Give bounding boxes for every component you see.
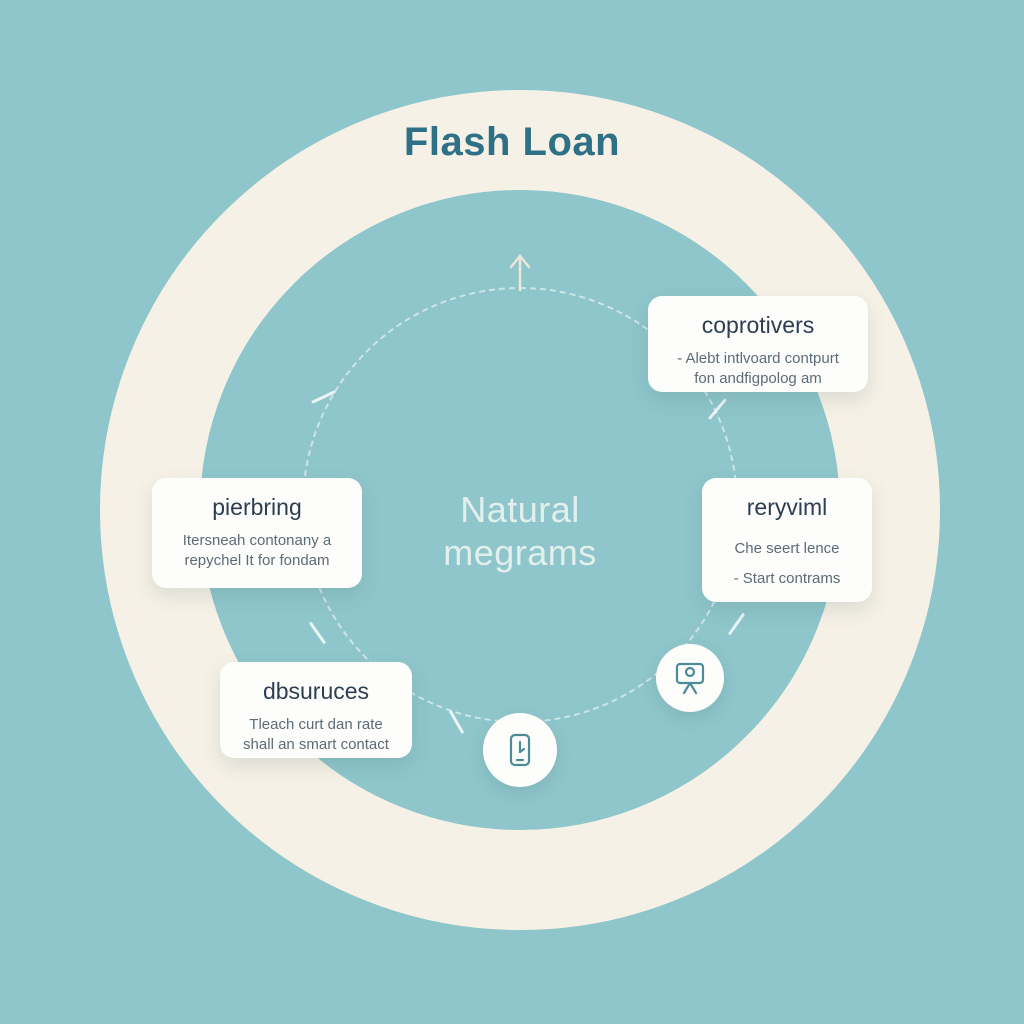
center-label: Natural megrams: [370, 488, 670, 574]
card-line: Itersneah contonany a: [182, 532, 332, 549]
center-label-line1: Natural: [460, 489, 580, 530]
presentation-icon: [675, 662, 705, 695]
phone-icon-badge: [483, 713, 557, 787]
card-line: Che seert lence: [734, 540, 840, 557]
phone-icon: [509, 733, 531, 767]
card-title: pierbring: [212, 494, 302, 520]
card-pierbring: pierbring Itersneah contonany a repychel…: [152, 478, 362, 588]
card-title: coprotivers: [701, 312, 815, 338]
card-line: Tleach curt dan rate: [249, 716, 383, 733]
card-line: repychel It for fondam: [184, 552, 330, 570]
card-title: dbsuruces: [262, 678, 370, 704]
center-label-line2: megrams: [443, 532, 597, 574]
card-line: shall an smart contact: [243, 736, 389, 754]
card-line: - Alebt intlvoard contpurt: [677, 350, 839, 367]
card-dbsuruces: dbsuruces Tleach curt dan rate shall an …: [220, 662, 412, 758]
presentation-icon-badge: [656, 644, 724, 712]
card-line: - Start contrams: [733, 570, 841, 588]
card-title: reryviml: [746, 494, 828, 520]
card-line: fon andfigpolog am: [694, 370, 822, 388]
card-coprotivers: coprotivers - Alebt intlvoard contpurt f…: [648, 296, 868, 392]
cycle-arrow-up-icon: [509, 254, 531, 292]
page-title: Flash Loan: [403, 120, 621, 164]
card-reryviml: reryviml Che seert lence - Start contram…: [702, 478, 872, 602]
